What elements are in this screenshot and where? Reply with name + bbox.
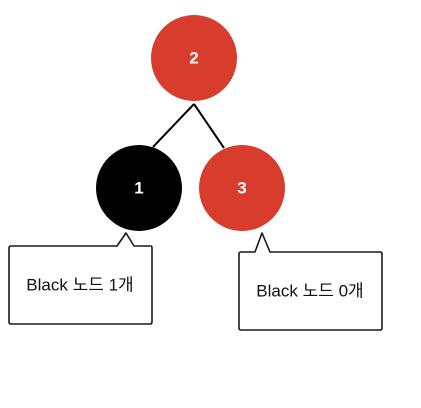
- tree-node-1: 1: [96, 145, 182, 231]
- node-label: 1: [134, 179, 143, 198]
- node-label: 2: [189, 49, 198, 68]
- callout-node-3: Black 노드 0개: [238, 232, 383, 331]
- node-circle: [151, 15, 237, 101]
- callout-node-1: Black 노드 1개: [8, 232, 153, 325]
- callout-text: Black 노드 0개: [256, 282, 363, 301]
- callout-text: Black 노드 1개: [26, 276, 133, 295]
- node-label: 3: [237, 179, 246, 198]
- edge-2-3: [193, 103, 225, 149]
- tree-node-3: 3: [199, 145, 285, 231]
- callout-bubble: [8, 232, 153, 325]
- node-circle: [199, 145, 285, 231]
- callout-bubble: [238, 232, 383, 331]
- node-circle: [96, 145, 182, 231]
- edge-2-1: [152, 103, 195, 148]
- tree-node-2: 2: [151, 15, 237, 101]
